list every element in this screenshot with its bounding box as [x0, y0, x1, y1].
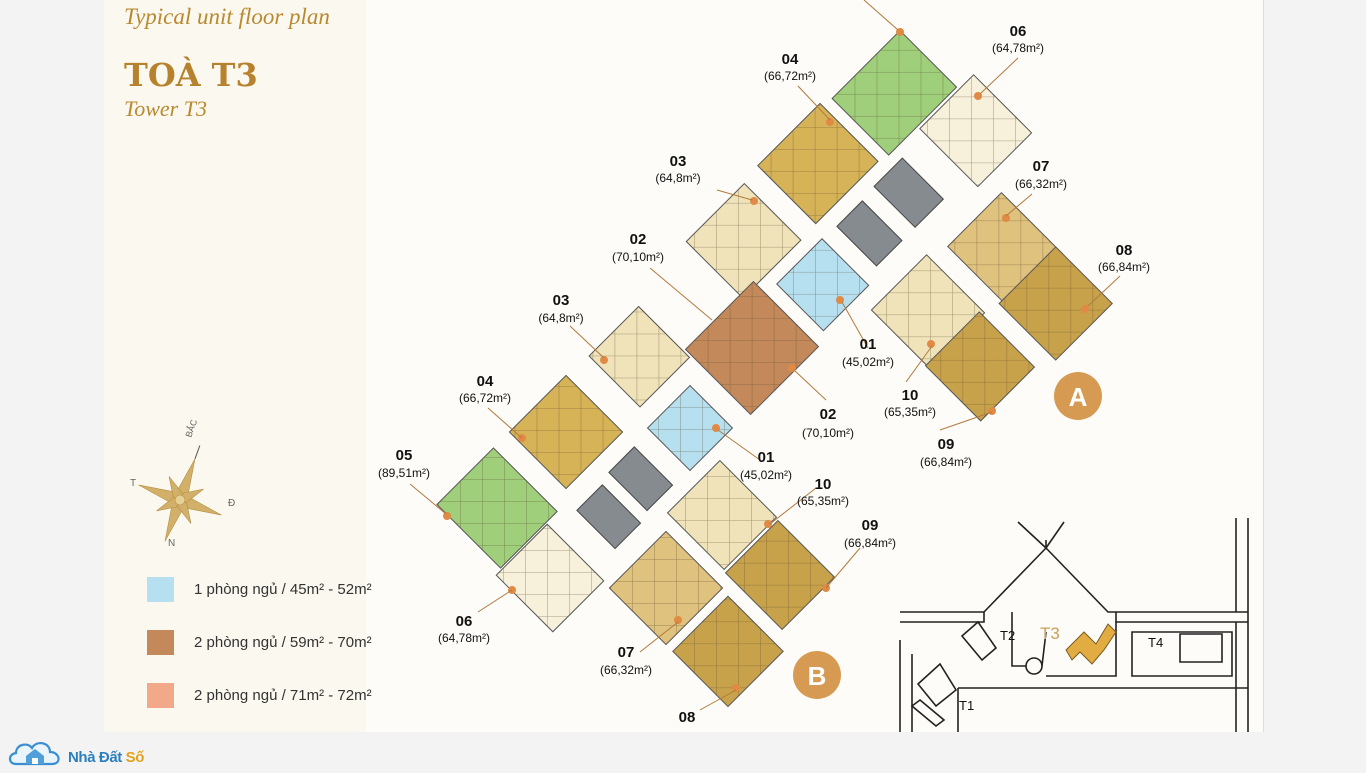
legend-label: 2 phòng ngủ / 71m² - 72m² [194, 686, 372, 704]
left-info-panel [104, 0, 366, 732]
wing-b [436, 305, 836, 708]
unit-a-03-area: (64,8m²) [655, 171, 700, 185]
compass-west-label: T [130, 478, 136, 489]
unit-b-08-number: 08 [679, 709, 696, 726]
unit-a-01 [776, 238, 870, 332]
brand-name-accent: Số [125, 749, 145, 766]
tower-title-vi: TOÀ T3 [124, 56, 258, 94]
unit-b-07 [608, 530, 724, 646]
wing-b-badge: B [793, 651, 841, 699]
unit-a-04-number: 04 [782, 51, 799, 68]
unit-a-09-area: (66,84m²) [920, 455, 972, 469]
unit-b-07-number: 07 [618, 644, 635, 661]
unit-a-09 [924, 311, 1036, 422]
subtitle-typical-floor-plan: Typical unit floor plan [124, 4, 330, 29]
unit-b-04-area: (66,72m²) [459, 391, 511, 405]
legend-label: 2 phòng ngủ / 59m² - 70m² [194, 633, 372, 651]
unit-a-07-area: (66,32m²) [1015, 177, 1067, 191]
unit-b-02-area: (70,10m²) [802, 426, 854, 440]
unit-b-05-area: (89,51m²) [378, 466, 430, 480]
legend-item-2br-large: 2 phòng ngủ / 71m² - 72m² [147, 682, 407, 708]
unit-a-10-number: 10 [902, 387, 919, 404]
site-label-t2: T2 [1000, 628, 1015, 643]
tower-title-en: Tower T3 [124, 96, 207, 121]
unit-a-04-area: (66,72m²) [764, 69, 816, 83]
unit-a-06-number: 06 [1010, 23, 1027, 40]
wing-a-letter: A [1069, 382, 1088, 412]
compass-south-label: N [168, 538, 175, 549]
unit-b-01-area: (45,02m²) [740, 468, 792, 482]
unit-b-03 [588, 305, 691, 408]
nhadatso-logo[interactable] [6, 734, 166, 768]
compass-east-label: Đ [228, 498, 235, 509]
wing-b-letter: B [808, 661, 827, 691]
wing-a-badge: A [1054, 372, 1102, 420]
compass-rose-icon: BẮC T Đ N [130, 417, 235, 549]
unit-a-01-area: (45,02m²) [842, 355, 894, 369]
unit-a-02-number: 02 [630, 231, 647, 248]
unit-a-04 [757, 102, 879, 225]
unit-b-04-number: 04 [477, 373, 494, 390]
unit-a-01-number: 01 [860, 336, 877, 353]
unit-b-01 [646, 384, 734, 472]
tower-floor-plan: 04 (66,72m²) 06 (64,78m²) 03 (64,8m²) 07… [378, 0, 1249, 732]
legend-swatch-salmon [147, 682, 174, 708]
brand-name-main: Nhà Đất [68, 749, 126, 766]
unit-b-10 [666, 459, 778, 571]
unit-b-06-area: (64,78m²) [438, 631, 490, 645]
site-label-t1: T1 [959, 698, 974, 713]
site-label-t3: T3 [1040, 624, 1060, 643]
unit-a-03-number: 03 [670, 153, 687, 170]
unit-a-04-upper-green [831, 29, 958, 156]
unit-b-06 [495, 523, 605, 633]
unit-b-09-number: 09 [862, 517, 879, 534]
wing-a [685, 28, 1113, 422]
core-a-stair [873, 157, 945, 229]
unit-b-07-area: (66,32m²) [600, 663, 652, 677]
unit-a-06-area: (64,78m²) [992, 41, 1044, 55]
house-cloud-logo-icon [8, 742, 60, 766]
legend-label: 1 phòng ngủ / 45m² - 52m² [194, 580, 372, 598]
site-t3-building [1065, 623, 1117, 665]
unit-a-02-area: (70,10m²) [612, 250, 664, 264]
core-a-elevator [836, 200, 903, 267]
unit-b-10-area: (65,35m²) [797, 494, 849, 508]
brand-name[interactable]: Nhà Đất Số [68, 749, 144, 766]
unit-b-03-area: (64,8m²) [538, 311, 583, 325]
unit-a-03 [685, 182, 802, 299]
legend-swatch-blue [147, 576, 174, 602]
legend-item-1br: 1 phòng ngủ / 45m² - 52m² [147, 576, 407, 602]
unit-a-09-number: 09 [938, 436, 955, 453]
core-b-elevator [576, 484, 642, 550]
unit-b-05-green [436, 447, 558, 569]
unit-a-10-area: (65,35m²) [884, 405, 936, 419]
unit-a-07-number: 07 [1033, 158, 1050, 175]
unit-type-legend: 1 phòng ngủ / 45m² - 52m² 2 phòng ngủ / … [147, 576, 407, 735]
unit-02-center [684, 280, 820, 416]
unit-b-10-number: 10 [815, 476, 832, 493]
unit-b-02-number: 02 [820, 406, 837, 423]
unit-b-05-number: 05 [396, 447, 413, 464]
site-map [899, 518, 1249, 732]
compass-rose: BẮC T Đ N [124, 417, 250, 558]
unit-a-08-area: (66,84m²) [1098, 260, 1150, 274]
unit-b-01-number: 01 [758, 449, 775, 466]
unit-b-03-number: 03 [553, 292, 570, 309]
core-b-stair [608, 446, 674, 512]
unit-b-08 [672, 595, 784, 708]
unit-a-08 [998, 246, 1113, 361]
unit-b-09-area: (66,84m²) [844, 536, 896, 550]
legend-item-2br-small: 2 phòng ngủ / 59m² - 70m² [147, 629, 407, 655]
unit-a-06 [919, 74, 1033, 188]
footer-bar [0, 732, 1366, 768]
unit-b-06-number: 06 [456, 613, 473, 630]
unit-b-04 [508, 374, 624, 490]
unit-b-09 [724, 519, 836, 631]
unit-a-08-number: 08 [1116, 242, 1133, 259]
site-label-t4: T4 [1148, 635, 1163, 650]
legend-swatch-brown [147, 629, 174, 655]
